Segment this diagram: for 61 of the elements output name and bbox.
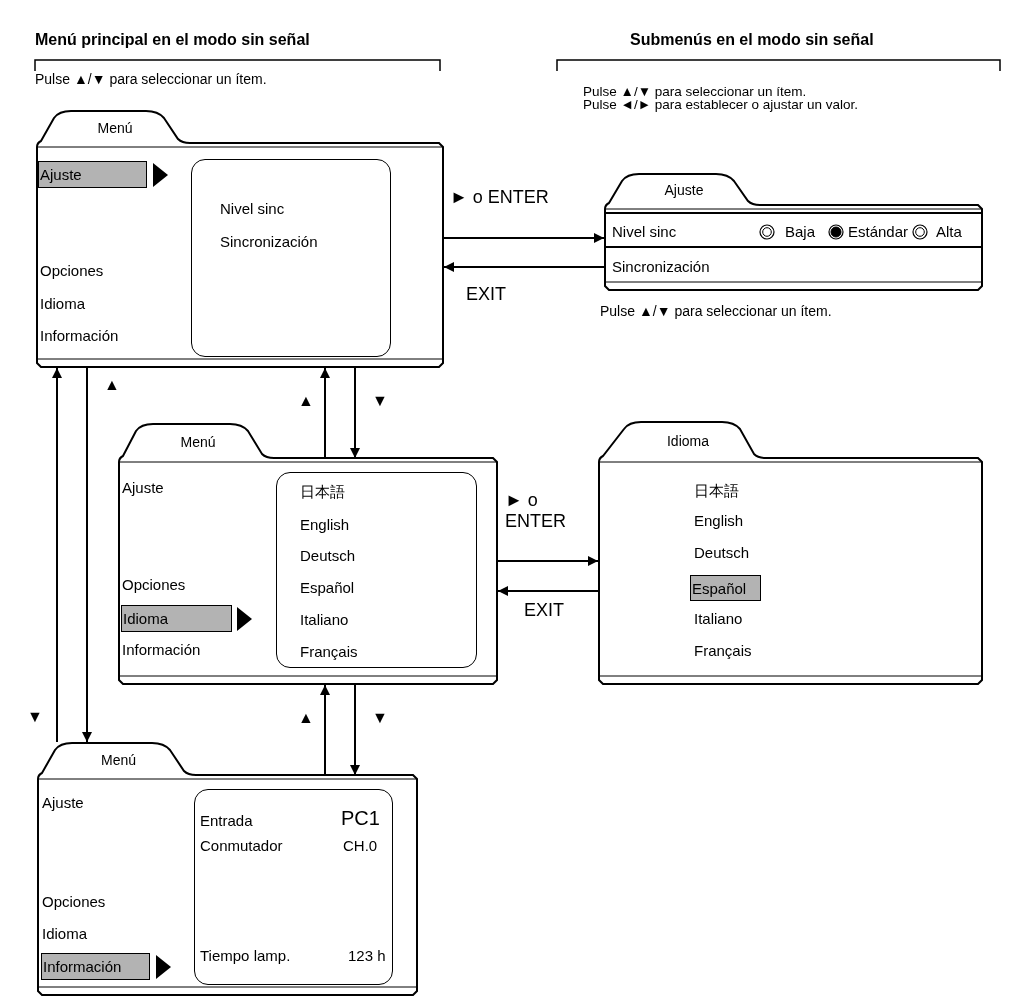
menu-tab-title: Menú bbox=[100, 752, 137, 767]
arrow bbox=[52, 367, 62, 743]
menu-tab-title: Menú bbox=[96, 120, 134, 135]
submenu-item: English bbox=[300, 516, 350, 532]
section-heading: Menú principal en el modo sin señal bbox=[35, 32, 310, 48]
setting-text: Alta bbox=[936, 223, 962, 239]
arrow bbox=[350, 367, 360, 459]
arrow bbox=[497, 586, 599, 596]
submenu-item: Español bbox=[300, 579, 355, 595]
menu-item: Deutsch bbox=[694, 544, 750, 560]
menu-item: Idioma bbox=[42, 925, 88, 941]
setting-text: Nivel sinc bbox=[612, 223, 677, 239]
submenu-item: Conmutador bbox=[200, 837, 283, 853]
menu-item: Opciones bbox=[40, 262, 104, 278]
menu-tab-title: Ajuste bbox=[663, 183, 705, 197]
menu-item: English bbox=[694, 512, 744, 528]
selected-menu-item: Idioma bbox=[121, 605, 232, 632]
section-heading: Submenús en el modo sin señal bbox=[630, 32, 874, 48]
submenu-item: Italiano bbox=[300, 611, 349, 627]
menu-tab-title: Idioma bbox=[666, 433, 710, 448]
submenu-panel bbox=[194, 789, 393, 985]
menu-item: Français bbox=[694, 642, 752, 658]
arrow bbox=[320, 367, 330, 459]
submenu-item: Entrada bbox=[200, 812, 253, 828]
selected-menu-item: Ajuste bbox=[38, 161, 147, 188]
submenu-item: Tiempo lamp. bbox=[200, 947, 291, 963]
menu-item: Ajuste bbox=[42, 794, 84, 810]
menu-item: Italiano bbox=[694, 610, 743, 626]
instruction-note: Pulse ▲/▼ para seleccionar un ítem. bbox=[583, 85, 807, 99]
submenu-item: 日本語 bbox=[300, 483, 345, 499]
menu-item: Opciones bbox=[122, 576, 186, 592]
menu-item: 日本語 bbox=[694, 482, 739, 498]
submenu-item: CH.0 bbox=[343, 837, 378, 853]
submenu-panel bbox=[191, 159, 391, 357]
menu-item: Información bbox=[122, 641, 201, 657]
instruction-note: Pulse ◄/► para establecer o ajustar un valor. bbox=[583, 98, 859, 112]
menu-item: Opciones bbox=[42, 893, 106, 909]
selected-menu-item: Español bbox=[690, 575, 761, 601]
instruction-note: Pulse ▲/▼ para seleccionar un ítem. bbox=[35, 72, 267, 86]
submenu-item: Sincronización bbox=[220, 233, 318, 249]
submenu-item: Deutsch bbox=[300, 547, 356, 563]
menu-item: Idioma bbox=[40, 295, 86, 311]
selected-menu-item: Información bbox=[41, 953, 150, 980]
submenu-item: PC1 bbox=[341, 808, 380, 828]
menu-tab-title: Menú bbox=[179, 434, 217, 449]
menu-item: Información bbox=[40, 327, 119, 343]
menu-item: Ajuste bbox=[122, 479, 164, 495]
submenu-item: 123 h bbox=[348, 947, 386, 963]
submenu-panel bbox=[276, 472, 477, 668]
setting-text: Estándar bbox=[848, 223, 909, 239]
arrow bbox=[443, 262, 605, 272]
arrow bbox=[350, 684, 360, 776]
submenu-item: Français bbox=[300, 643, 358, 659]
instruction-note: Pulse ▲/▼ para seleccionar un ítem. bbox=[600, 304, 832, 318]
setting-text: Sincronización bbox=[612, 258, 710, 274]
submenu-item: Nivel sinc bbox=[220, 200, 285, 216]
arrow bbox=[320, 684, 330, 776]
setting-text: Baja bbox=[785, 223, 816, 239]
arrow bbox=[497, 556, 599, 566]
arrow bbox=[82, 367, 92, 743]
arrow bbox=[443, 233, 605, 243]
